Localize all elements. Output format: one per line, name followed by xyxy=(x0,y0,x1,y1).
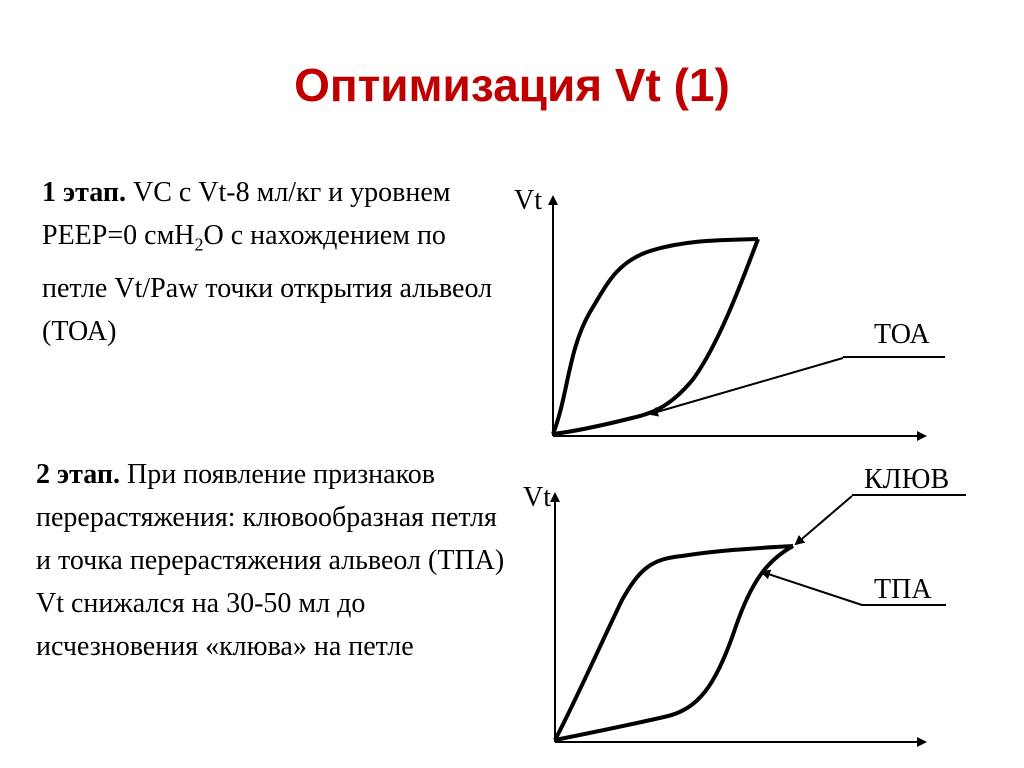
diagram2-loop-inspiratory xyxy=(553,544,794,741)
step2-lead: 2 этап. xyxy=(36,459,120,490)
diagram2-tpa-label: ТПА xyxy=(874,574,932,605)
diagram2-loop-expiratory xyxy=(554,544,794,742)
diagram1-toa-label: ТОА xyxy=(874,319,930,350)
diagram2-tpa-pointer xyxy=(760,569,863,606)
step1-paragraph: 1 этап. VC с Vt-8 мл/кг и уровнем PEEP=0… xyxy=(42,171,512,353)
slide-title: Оптимизация Vt (1) xyxy=(294,59,730,111)
diagram1 xyxy=(548,195,945,441)
step2-paragraph: 2 этап. При появление признаков перераст… xyxy=(36,453,516,668)
step2-text: При появление признаков перерастяжения: … xyxy=(36,459,505,662)
diagram1-loop-inspiratory xyxy=(551,237,759,435)
diagram2 xyxy=(550,492,966,747)
diagram1-loop-expiratory xyxy=(552,238,760,436)
diagram2-axis-label: Vt xyxy=(523,482,551,513)
diagram2-beak-pointer xyxy=(794,495,853,546)
diagram2-beak-label: КЛЮВ xyxy=(864,464,950,495)
step1-text-a: VC с Vt-8 мл/кг и уровнем PEEP=0 смH xyxy=(42,177,451,251)
step1-text-b: O с нахождением по петле Vt/Paw точки от… xyxy=(42,220,493,347)
diagram1-axis-label: Vt xyxy=(514,185,542,216)
step1-lead: 1 этап. xyxy=(42,177,126,208)
step1-subscript: 2 xyxy=(194,234,204,255)
diagram1-toa-pointer xyxy=(648,357,844,417)
